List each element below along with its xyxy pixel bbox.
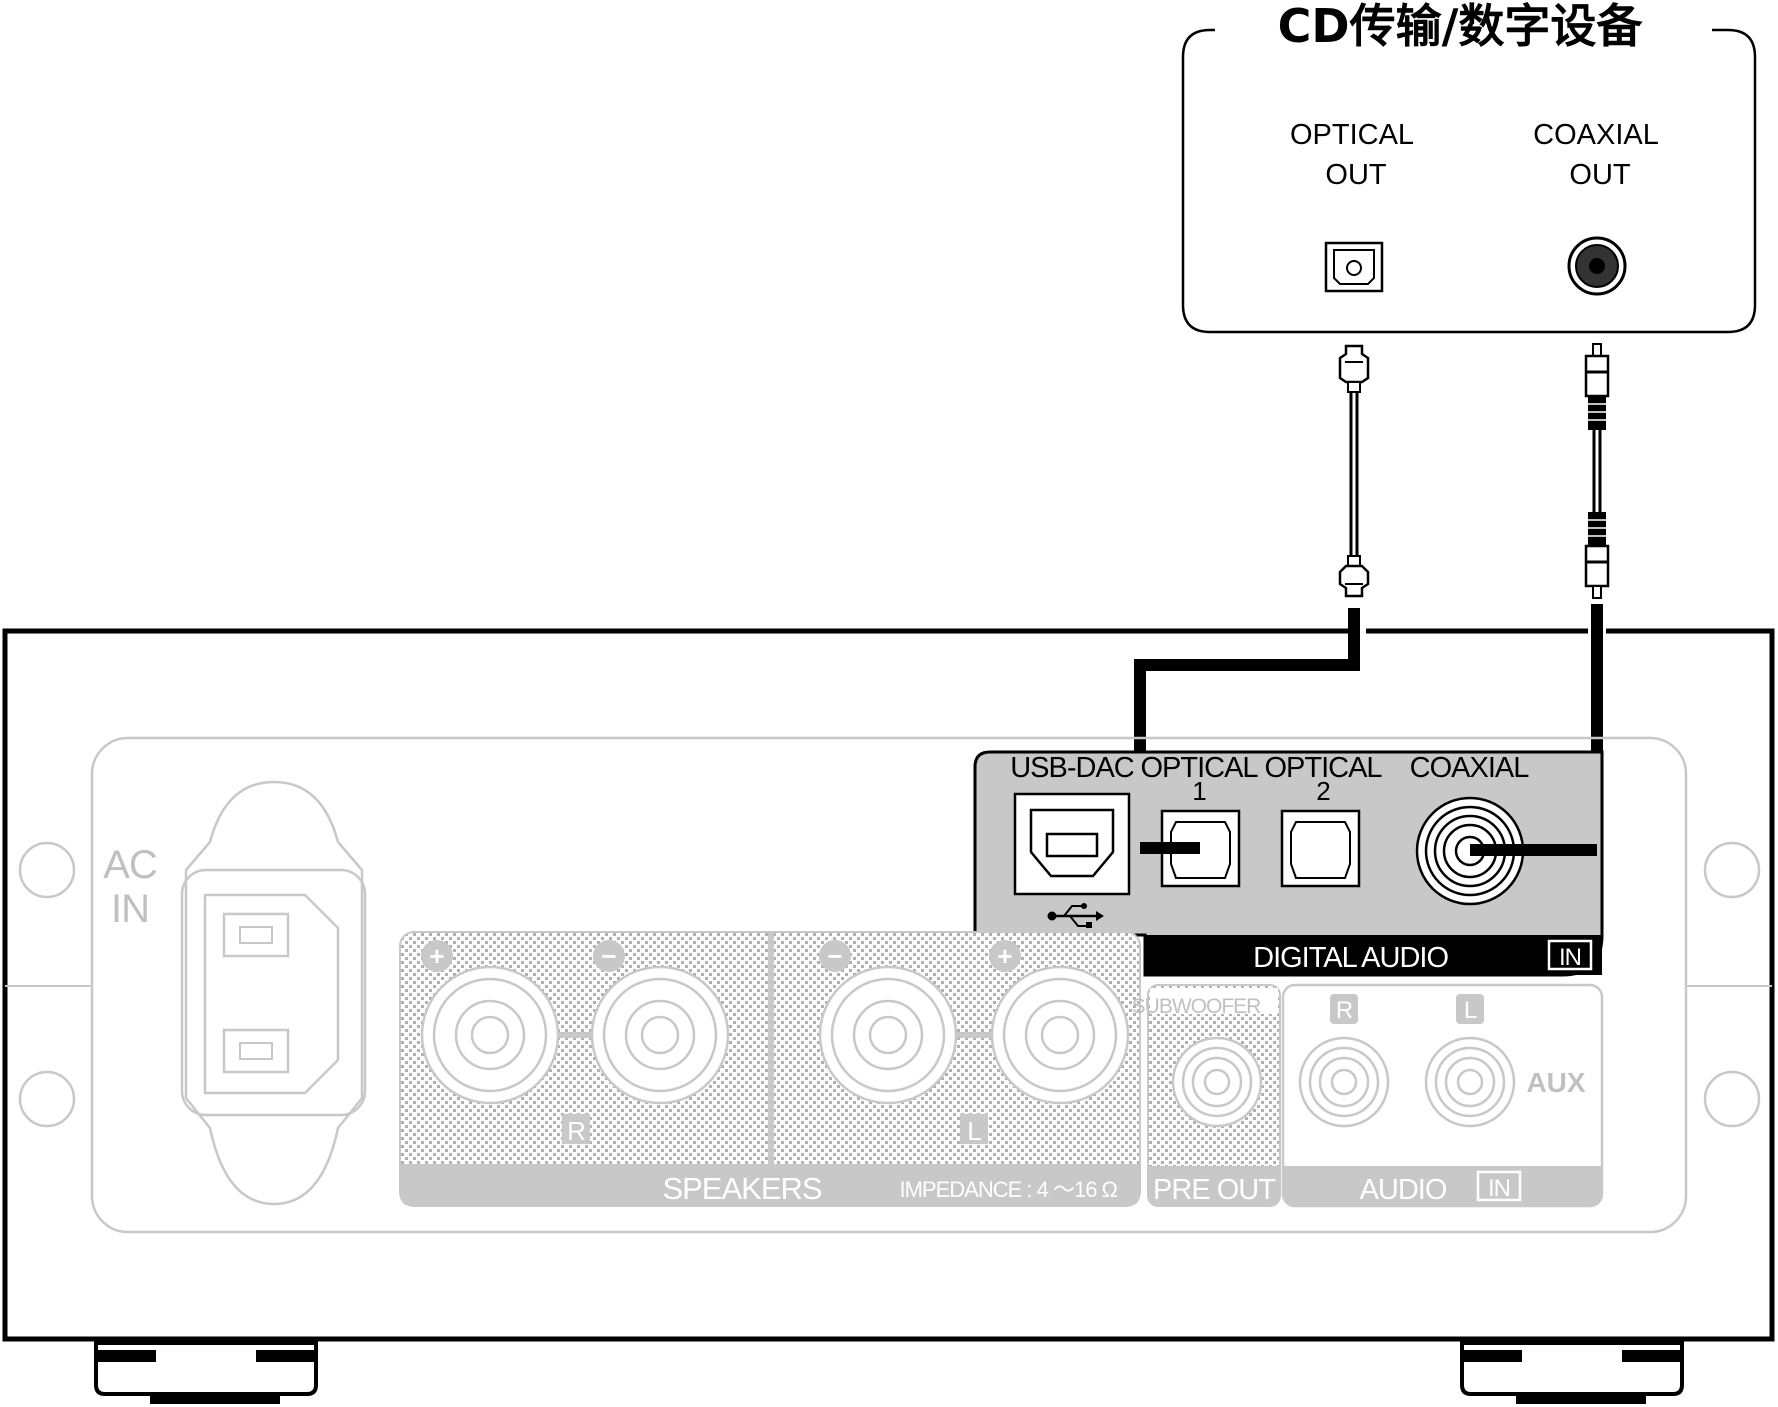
mount-hole (1703, 841, 1761, 899)
usb-icon (1047, 903, 1104, 928)
audio-in-section: R L AUX AUDIO IN (1281, 983, 1604, 1208)
mount-hole (18, 1070, 76, 1128)
optical-out-label-line1: OPTICAL (1290, 119, 1414, 151)
subwoofer-label: SUBWOOFER (1132, 995, 1262, 1018)
minus-sign-r: − (601, 941, 616, 971)
left-foot (94, 1341, 318, 1404)
right-foot (1460, 1341, 1684, 1404)
mount-hole (1703, 1070, 1761, 1128)
source-device-outline (1181, 28, 1757, 334)
audio-in-l-label: L (1464, 997, 1477, 1024)
inner-panel (90, 736, 1688, 1234)
ac-inlet (180, 780, 367, 1206)
subwoofer-jack (1171, 1036, 1263, 1128)
usb-dac-label: USB-DAC (1010, 752, 1134, 784)
coaxial-in-label: COAXIAL (1410, 752, 1530, 784)
speaker-terminal-l-minus (818, 965, 958, 1105)
audio-in-r-label: R (1336, 997, 1353, 1024)
optical-out-label-line2: OUT (1325, 159, 1387, 191)
speakers-label: SPEAKERS (662, 1171, 821, 1206)
minus-sign-l: − (827, 941, 842, 971)
speakers-section: SPEAKERS IMPEDANCE : 4 ～16 Ω (399, 931, 1141, 1207)
digital-audio-section: DIGITAL AUDIO IN USB-DAC OPTICAL 1 OPTIC… (973, 750, 1604, 977)
speaker-l-label: L (967, 1116, 981, 1146)
speaker-terminal-l-plus (990, 965, 1130, 1105)
digital-audio-label: DIGITAL AUDIO (1253, 942, 1448, 974)
chassis-outline (2, 628, 1775, 1342)
mount-hole (18, 841, 76, 899)
ac-in-label-line1: AC (103, 843, 157, 887)
optical1-label-line2: 1 (1192, 776, 1206, 806)
pre-out-section: SUBWOOFER PRE OUT (1132, 984, 1281, 1207)
ac-in-label-line2: IN (111, 887, 149, 931)
plus-sign-l: + (997, 941, 1012, 971)
usb-dac-port (1013, 792, 1131, 896)
audio-label: AUDIO (1360, 1174, 1447, 1206)
impedance-label: IMPEDANCE : 4 ～16 Ω (899, 1177, 1117, 1202)
audio-in-r-jack (1298, 1036, 1390, 1128)
amplifier-rear-panel: AC IN DIGITAL AUDIO IN USB-DAC OPTICAL 1… (2, 628, 1775, 1404)
coaxial-out-label-line1: COAXIAL (1533, 119, 1659, 151)
coaxial-out-jack (1567, 236, 1627, 296)
source-device-title: CD传输/数字设备 (1278, 0, 1644, 53)
speaker-r-label: R (567, 1116, 585, 1146)
source-device: CD传输/数字设备 OPTICAL OUT COAXIAL OUT (1181, 0, 1757, 334)
optical2-port (1280, 809, 1361, 888)
audio-in-l-jack (1424, 1036, 1516, 1128)
optical2-label-line1: OPTICAL (1264, 752, 1382, 784)
coaxial-out-label-line2: OUT (1569, 159, 1631, 191)
digital-audio-badge: IN (1559, 944, 1581, 971)
optical1-label-line1: OPTICAL (1140, 752, 1258, 784)
audio-in-badge: IN (1488, 1175, 1510, 1202)
plus-sign-r: + (429, 941, 444, 971)
optical2-label-line2: 2 (1316, 776, 1330, 806)
speaker-terminal-r-plus (420, 965, 560, 1105)
optical-out-jack (1324, 241, 1384, 293)
speaker-terminal-r-minus (590, 965, 730, 1105)
pre-out-label: PRE OUT (1153, 1174, 1276, 1206)
aux-label: AUX (1526, 1067, 1585, 1098)
